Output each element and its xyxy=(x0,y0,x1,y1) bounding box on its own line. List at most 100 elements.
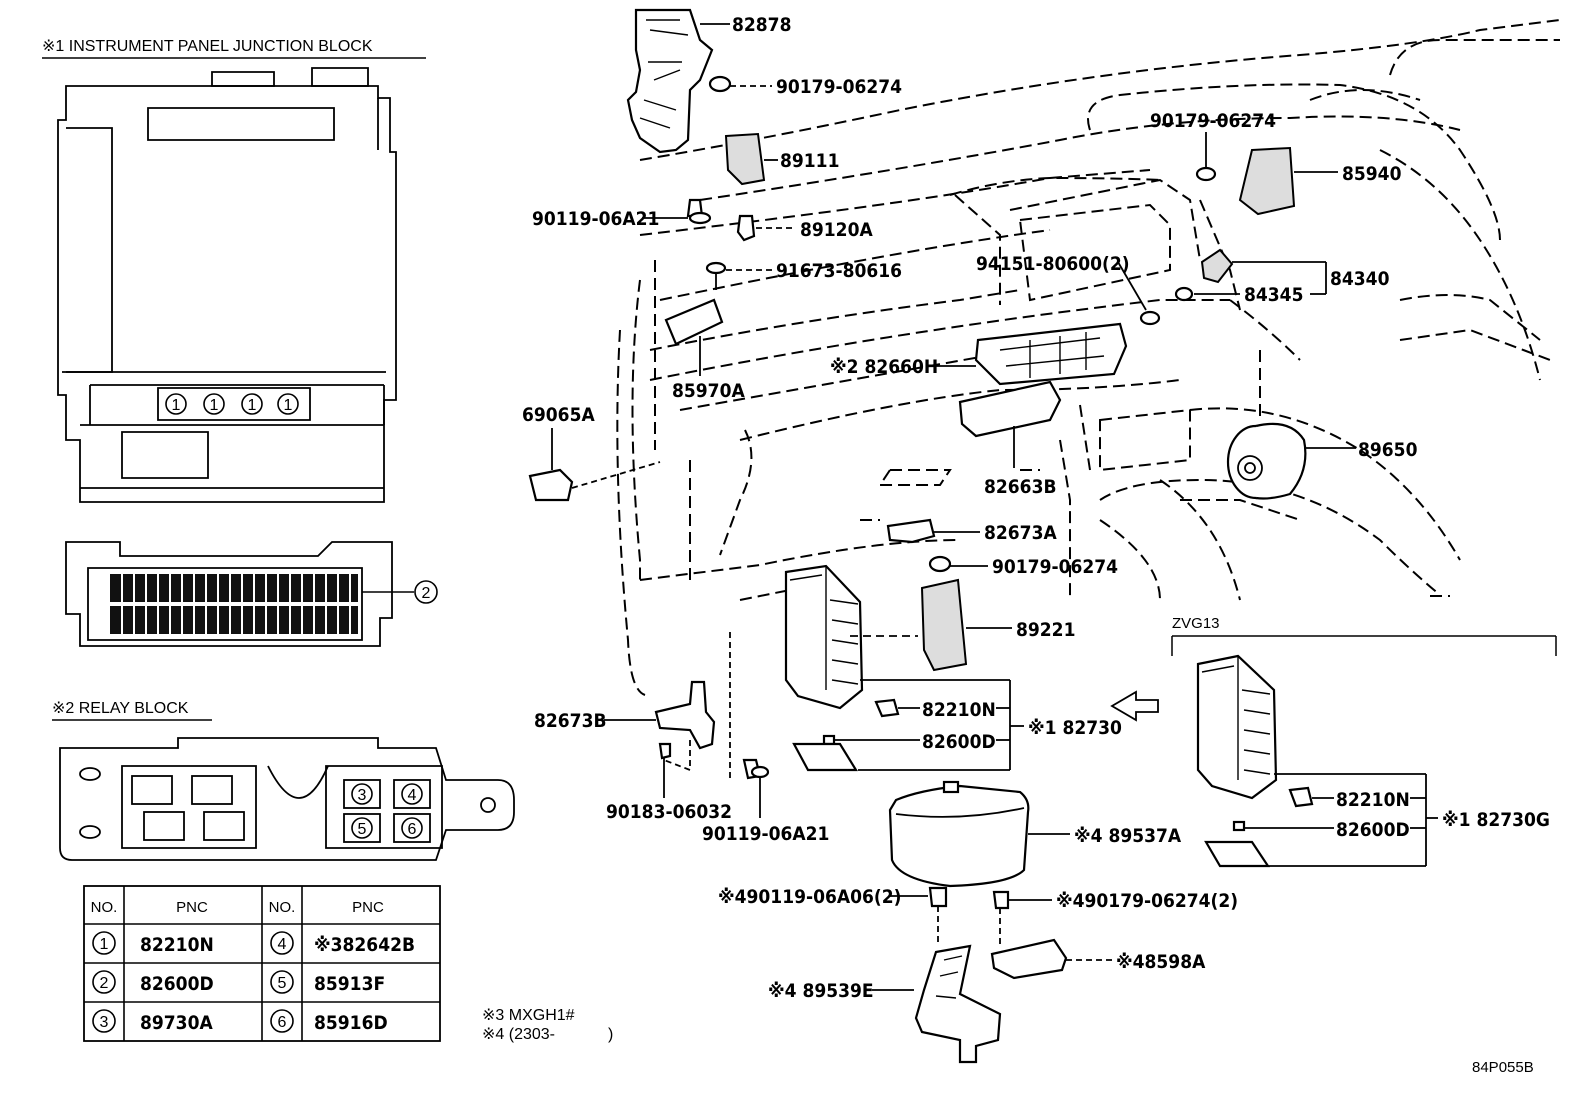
table-cell-pnc: 82600D xyxy=(140,973,214,995)
label-85940: 85940 xyxy=(1342,163,1402,185)
label-84340: 84340 xyxy=(1330,268,1390,290)
table-cell-pnc: 85913F xyxy=(314,973,385,995)
callout-number: 1 xyxy=(210,397,219,414)
part-82600d-drawing xyxy=(822,734,836,746)
label-82673a: 82673A xyxy=(984,522,1057,544)
label-90119-c: ※490119-06A06(2) xyxy=(718,886,901,908)
label-82210n: 82210N xyxy=(922,699,996,721)
part-85940-drawing xyxy=(1238,146,1296,216)
note-4: ※4 (2303- xyxy=(482,1026,555,1043)
part-89650-drawing xyxy=(1226,422,1307,500)
part-69065a-drawing xyxy=(528,468,574,502)
table-cell-pnc: ※382642B xyxy=(314,934,415,956)
part-82210n-drawing xyxy=(874,698,900,718)
label-94151: 94151-80600(2) xyxy=(976,253,1130,275)
label-89221: 89221 xyxy=(1016,619,1075,641)
part-89221-drawing xyxy=(920,578,968,672)
callout-number: 3 xyxy=(358,787,367,804)
part-82600d-b-drawing xyxy=(1232,820,1246,832)
part-84340-drawing xyxy=(1200,248,1234,284)
part-89120a-drawing xyxy=(736,214,756,242)
table-cell-no: 6 xyxy=(278,1014,287,1031)
pnc-table: NO. PNC NO. PNC 1 82210N 4 ※382642B 2 82… xyxy=(83,885,441,1042)
cover-drawing xyxy=(792,742,858,772)
label-82878: 82878 xyxy=(732,14,791,36)
screw-icon xyxy=(705,261,727,275)
part-82210n-b-drawing xyxy=(1288,786,1314,808)
label-82600d: 82600D xyxy=(922,731,996,753)
clip-icon xyxy=(928,555,952,573)
label-82673b: 82673B xyxy=(534,710,607,732)
relay-block-heading: ※2 RELAY BLOCK xyxy=(52,700,189,717)
callout-number: 2 xyxy=(422,585,431,602)
label-82660h: ※2 82660H xyxy=(830,356,938,378)
callout-circle-6 xyxy=(401,817,423,839)
part-82673a-drawing xyxy=(886,518,936,544)
clip-icon xyxy=(1174,286,1194,302)
table-no-circle xyxy=(92,931,116,955)
bolt-head-icon xyxy=(750,765,770,779)
table-cell-no: 4 xyxy=(278,936,287,953)
label-90179-c: 90179-06274 xyxy=(992,556,1118,578)
callout-number: 1 xyxy=(172,397,181,414)
label-82730: ※1 82730 xyxy=(1028,717,1122,739)
table-cell-pnc: 89730A xyxy=(140,1012,213,1034)
table-header-no1: NO. xyxy=(91,899,118,916)
note-3: ※3 MXGH1# xyxy=(482,1007,575,1024)
label-82600d-b: 82600D xyxy=(1336,819,1410,841)
table-header-pnc1: PNC xyxy=(176,899,208,916)
label-82210n-b: 82210N xyxy=(1336,789,1410,811)
label-89120a: 89120A xyxy=(800,219,873,241)
zvg-heading: ZVG13 xyxy=(1172,615,1220,632)
table-cell-no: 1 xyxy=(100,936,109,953)
label-89650: 89650 xyxy=(1358,439,1418,461)
arrow-left-icon xyxy=(1110,690,1159,722)
bolt-icon xyxy=(928,886,948,908)
junction-block-drawing xyxy=(57,67,397,503)
nut-icon xyxy=(992,890,1010,910)
part-82663b-drawing xyxy=(958,380,1062,438)
label-90183: 90183-06032 xyxy=(606,801,732,823)
relay-block-drawing xyxy=(59,737,515,861)
callout-circle-1c xyxy=(241,393,263,415)
junction-block-circles: 1 1 1 1 xyxy=(165,393,299,415)
label-89539e: ※4 89539E xyxy=(768,980,874,1002)
nut-icon xyxy=(658,742,672,760)
part-82660h-drawing xyxy=(974,322,1128,386)
part-82673b-drawing xyxy=(654,680,716,750)
label-89537a: ※4 89537A xyxy=(1074,825,1182,847)
note-4-close: ) xyxy=(608,1026,613,1043)
part-89539e-drawing xyxy=(914,944,1002,1064)
table-no-circle xyxy=(92,1009,116,1033)
table-no-circle xyxy=(270,1009,294,1033)
part-8598a-drawing xyxy=(990,938,1068,980)
clip-icon xyxy=(1195,166,1217,182)
table-cell-pnc: 82210N xyxy=(140,934,214,956)
table-cell-pnc: 85916D xyxy=(314,1012,388,1034)
table-no-circle xyxy=(270,970,294,994)
callout-circle-1d xyxy=(277,393,299,415)
label-90179-a: 90179-06274 xyxy=(776,76,902,98)
bolt-head-icon xyxy=(688,211,712,225)
clip-icon xyxy=(1139,310,1161,326)
label-69065a: 69065A xyxy=(522,404,595,426)
diagram-code: 84P055B xyxy=(1472,1059,1534,1076)
label-82730g: ※1 82730G xyxy=(1442,809,1550,831)
junction-block-side-drawing xyxy=(65,541,414,647)
label-8598a: ※48598A xyxy=(1116,951,1206,973)
table-no-circle xyxy=(92,970,116,994)
table-header-no2: NO. xyxy=(269,899,296,916)
label-85970a: 85970A xyxy=(672,380,745,402)
label-90119-b: 90119-06A21 xyxy=(702,823,829,845)
part-85970a-drawing xyxy=(664,298,724,346)
label-82663b: 82663B xyxy=(984,476,1057,498)
callout-circle-1b xyxy=(203,393,225,415)
callout-number: 5 xyxy=(358,821,367,838)
dashboard-outline xyxy=(616,19,1561,696)
clip-icon xyxy=(708,75,732,93)
label-90179-b: 90179-06274 xyxy=(1150,110,1276,132)
table-cell-no: 5 xyxy=(278,975,287,992)
callout-number: 6 xyxy=(408,821,417,838)
callout-circle-2 xyxy=(414,580,438,604)
callout-circle-5 xyxy=(351,817,373,839)
